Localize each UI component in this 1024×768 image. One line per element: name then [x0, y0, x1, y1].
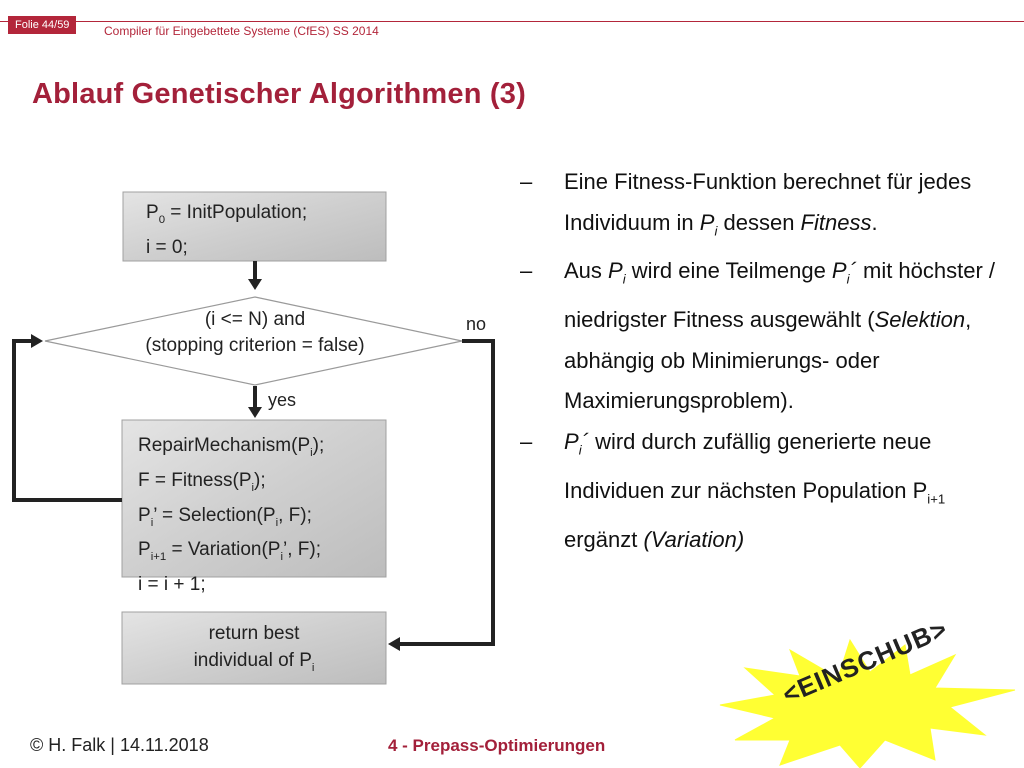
bullet-variation: – Pi´ wird durch zufällig generierte neu…	[520, 428, 946, 552]
arrow-head-1	[248, 279, 262, 290]
condition-text: (i <= N) and (stopping criterion = false…	[145, 309, 365, 356]
body-box	[121, 419, 387, 578]
body-box-text: RepairMechanism(Pi); F = Fitness(Pi); Pi…	[138, 435, 325, 596]
condition-diamond	[44, 296, 463, 386]
loop-back-line	[12, 339, 122, 502]
return-box-text: return best individual of Pi	[193, 623, 315, 674]
return-box	[121, 611, 387, 685]
bullet-fitness: – Eine Fitness-Funktion berechnet für je…	[520, 169, 972, 238]
einschub-starburst	[719, 638, 1016, 768]
arrow-head-2	[248, 407, 262, 418]
label-yes: yes	[268, 390, 297, 410]
course-title: Compiler für Eingebettete Systeme (CfES)…	[104, 24, 379, 38]
slide-number-badge: Folie 44/59	[8, 16, 77, 34]
header-rule	[0, 21, 1024, 22]
footer-chapter: 4 - Prepass-Optimierungen	[388, 736, 606, 755]
bullet-selektion: – Aus Pi wird eine Teilmenge Pi´ mit höc…	[520, 258, 996, 414]
label-no: no	[466, 314, 487, 334]
bullet-list: – Eine Fitness-Funktion berechnet für je…	[520, 162, 1000, 560]
no-branch-line	[398, 339, 495, 646]
footer-author-date: © H. Falk | 14.11.2018	[30, 735, 209, 755]
init-box-text: P0 = InitPopulation; i = 0;	[146, 202, 308, 258]
arrow-head-no	[388, 637, 400, 651]
slide-title: Ablauf Genetischer Algorithmen (3)	[32, 78, 526, 110]
arrow-head-loop	[31, 334, 43, 348]
